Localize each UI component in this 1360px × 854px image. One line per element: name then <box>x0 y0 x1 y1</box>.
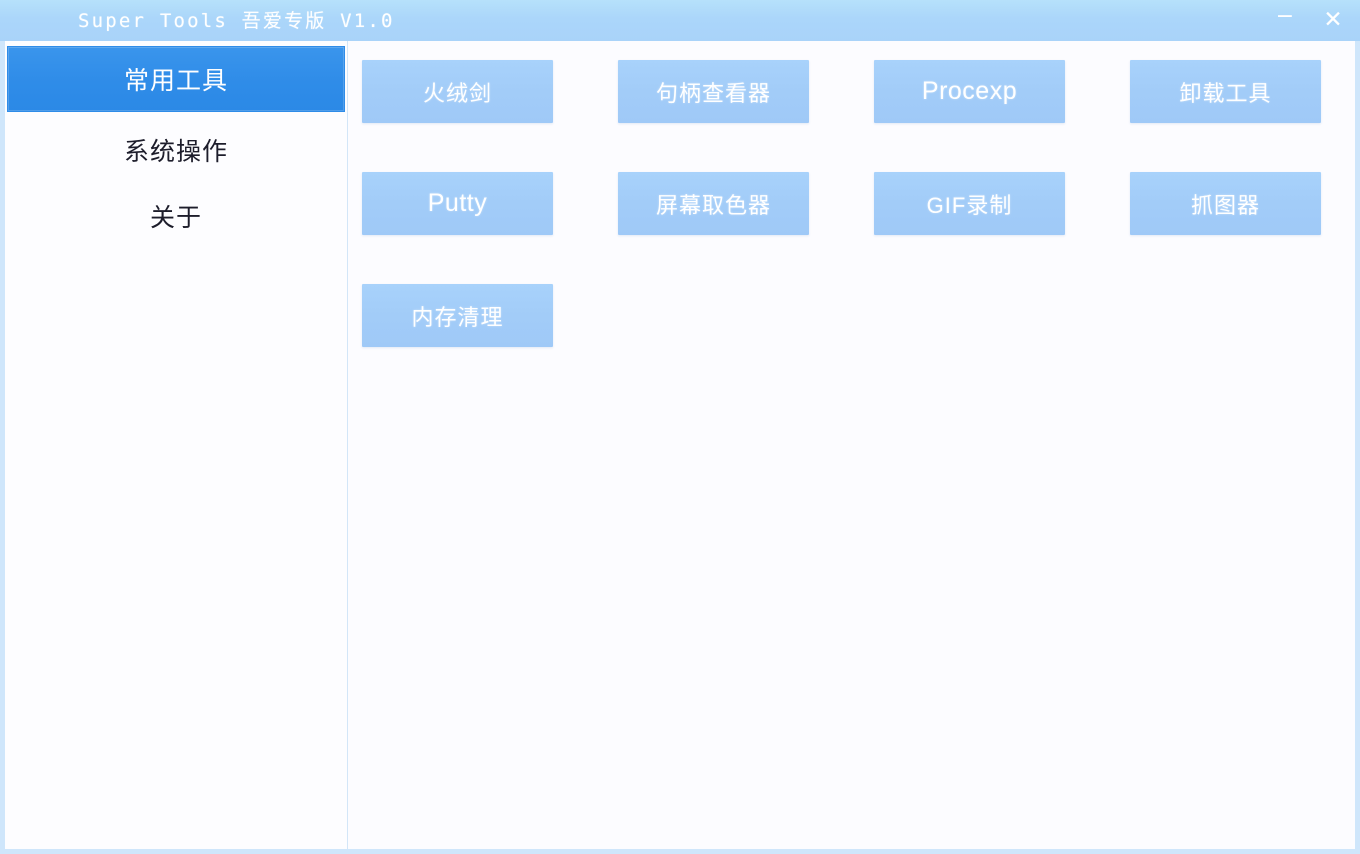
sidebar-item-common-tools[interactable]: 常用工具 <box>7 46 345 112</box>
sidebar-item-system-operations[interactable]: 系统操作 <box>7 117 345 183</box>
tool-button-screen-color-picker[interactable]: 屏幕取色器 <box>618 172 809 235</box>
tool-button-handle-viewer[interactable]: 句柄查看器 <box>618 60 809 123</box>
title-bar[interactable]: Super Tools 吾爱专版 V1.0 − ✕ <box>0 0 1360 41</box>
tool-button-procexp[interactable]: Procexp <box>874 60 1065 123</box>
tool-button-huorongjian[interactable]: 火绒剑 <box>362 60 553 123</box>
sidebar-item-about[interactable]: 关于 <box>7 183 345 249</box>
tool-button-screen-capture[interactable]: 抓图器 <box>1130 172 1321 235</box>
tool-button-memory-cleanup[interactable]: 内存清理 <box>362 284 553 347</box>
window-title: Super Tools 吾爱专版 V1.0 <box>78 10 395 32</box>
sidebar-item-label: 系统操作 <box>123 138 228 166</box>
tool-button-gif-recorder[interactable]: GIF录制 <box>874 172 1065 235</box>
tool-button-putty[interactable]: Putty <box>362 172 553 235</box>
tool-button-grid: 火绒剑 句柄查看器 Procexp 卸载工具 Putty 屏幕取色器 GIF录制… <box>362 60 1355 347</box>
sidebar-item-label: 关于 <box>149 204 202 232</box>
content-panel: 火绒剑 句柄查看器 Procexp 卸载工具 Putty 屏幕取色器 GIF录制… <box>348 41 1355 849</box>
window-controls: − ✕ <box>1272 0 1346 41</box>
tool-button-uninstall-tool[interactable]: 卸载工具 <box>1130 60 1321 123</box>
minimize-icon[interactable]: − <box>1275 3 1295 29</box>
sidebar-item-label: 常用工具 <box>123 67 228 95</box>
window-body: 常用工具 系统操作 关于 火绒剑 句柄查看器 Procexp 卸载工具 Putt… <box>0 41 1360 854</box>
sidebar: 常用工具 系统操作 关于 <box>5 41 348 849</box>
close-icon[interactable]: ✕ <box>1323 7 1343 33</box>
